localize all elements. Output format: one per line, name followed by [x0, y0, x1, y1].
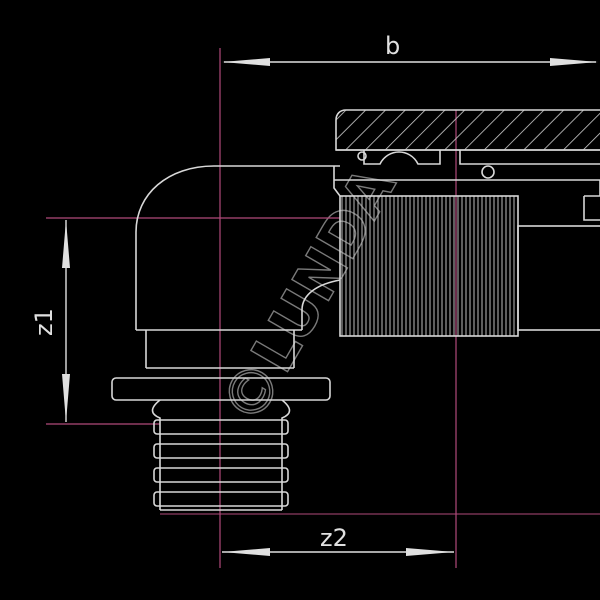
fitting-body [111, 165, 341, 511]
threaded-body-right [517, 225, 600, 331]
dimensions [62, 58, 600, 556]
nut-end [583, 196, 600, 221]
dimension-label-z1: z1 [30, 308, 58, 336]
spigot-rib [153, 443, 289, 459]
dimension-label-z2: z2 [320, 524, 348, 552]
arrowhead-z2-right [406, 548, 454, 556]
inner-sleeve [459, 150, 600, 165]
thread-start [333, 166, 341, 197]
nut-inner-face [334, 179, 600, 197]
arrowhead-z1-bottom [62, 374, 70, 422]
arrowhead-b-right [550, 58, 598, 66]
spigot-rib [153, 491, 289, 507]
spigot-rib [153, 419, 289, 435]
seal-ring [357, 151, 367, 161]
threaded-body [339, 195, 519, 337]
arrowhead-z1-top [62, 220, 70, 268]
arrowhead-b-left [222, 58, 270, 66]
collar [111, 377, 331, 401]
elbow-inner-contour [301, 279, 341, 330]
o-ring [481, 165, 495, 179]
dimension-label-b: b [385, 32, 400, 60]
thread-connector [333, 109, 600, 337]
clip-profile [363, 150, 441, 165]
neck [145, 330, 295, 368]
arrowhead-z2-left [222, 548, 270, 556]
spigot-rib [153, 467, 289, 483]
elbow-outer-contour [135, 165, 340, 330]
spigot-sides [151, 399, 291, 510]
coupling-nut-section [335, 109, 600, 151]
